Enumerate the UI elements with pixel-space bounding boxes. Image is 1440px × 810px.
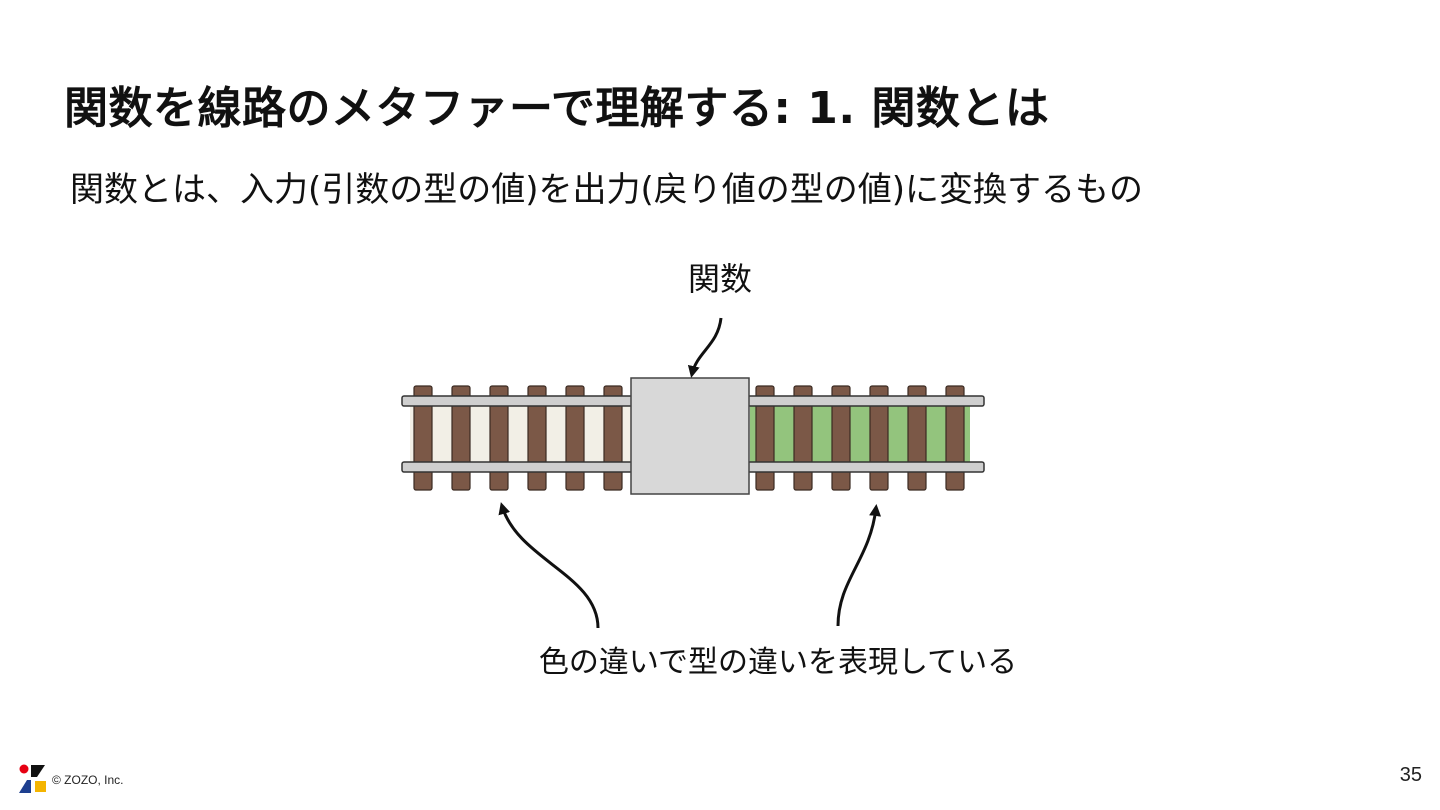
footer-copyright: © ZOZO, Inc. [52,773,124,787]
output-type-arrow [836,504,882,627]
input-type-arrow [498,502,600,629]
output-type-fill [750,404,970,466]
right-ties [755,385,965,491]
function-box [630,377,750,495]
type-difference-label: 色の違いで型の違いを表現している [539,645,1017,680]
page-number: 35 [1399,764,1422,786]
function-label: 関数 [688,260,752,298]
function-arrow [687,317,723,378]
slide-title: 関数を線路のメタファーで理解する: 1. 関数とは [64,83,1050,134]
slide-subtitle: 関数とは、入力(引数の型の値)を出力(戻り値の型の値)に変換するもの [70,170,1144,210]
input-type-fill [410,404,632,466]
zozo-logo-icon [19,764,46,793]
